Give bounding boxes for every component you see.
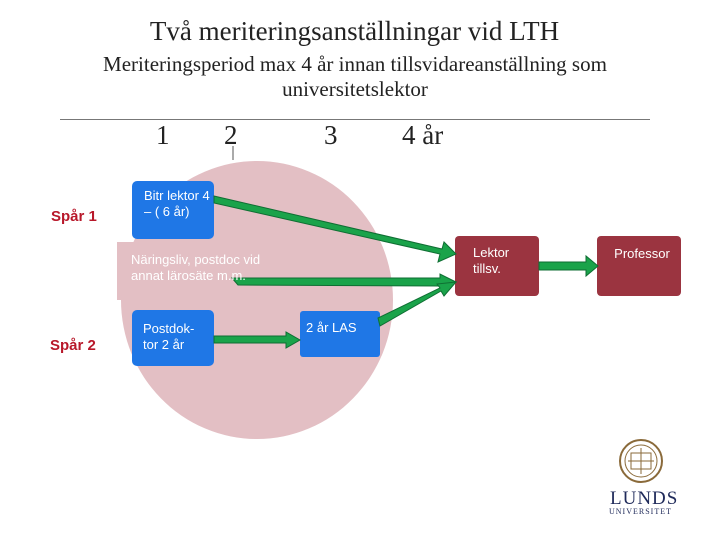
postdoktor-box — [132, 310, 214, 366]
professor-box — [597, 236, 681, 296]
title-divider — [60, 119, 650, 120]
lund-university-seal — [619, 439, 663, 483]
bitr-lektor-text: Bitr lektor 4 – ( 6 år) — [144, 188, 210, 219]
page-subtitle: Meriteringsperiod max 4 år innan tillsvi… — [103, 52, 607, 101]
arrow-postdoc-to-las — [213, 331, 302, 349]
las-text: 2 år LAS — [306, 320, 357, 335]
arrow-lektor-to-professor — [538, 254, 599, 278]
naringsliv-box — [117, 242, 277, 300]
las-box — [300, 311, 380, 357]
year-label-4: 4 år — [402, 120, 444, 150]
arrow-bitr-to-lektor — [213, 195, 457, 263]
year-label-3: 3 — [324, 120, 338, 150]
year-label-1: 1 — [156, 120, 170, 150]
professor-text: Professor — [614, 246, 670, 261]
lund-logo-subtitle: UNIVERSITET — [609, 507, 672, 516]
arrow-las-to-lektor — [377, 281, 458, 327]
lektor-text: Lektor tillsv. — [473, 245, 510, 276]
naringsliv-text: Näringsliv, postdoc vid annat lärosäte m… — [131, 252, 261, 283]
bitr-lektor-box — [132, 181, 214, 239]
track-2-label: Spår 2 — [50, 337, 96, 354]
year-label-2: 2 — [224, 120, 238, 150]
track-1-label: Spår 1 — [51, 208, 97, 225]
lund-logo-name: LUNDS — [610, 488, 679, 509]
lektor-box — [455, 236, 539, 296]
page-title: Två meriteringsanställningar vid LTH — [149, 16, 560, 46]
postdoktor-text: Postdok-tor 2 år — [143, 321, 195, 352]
